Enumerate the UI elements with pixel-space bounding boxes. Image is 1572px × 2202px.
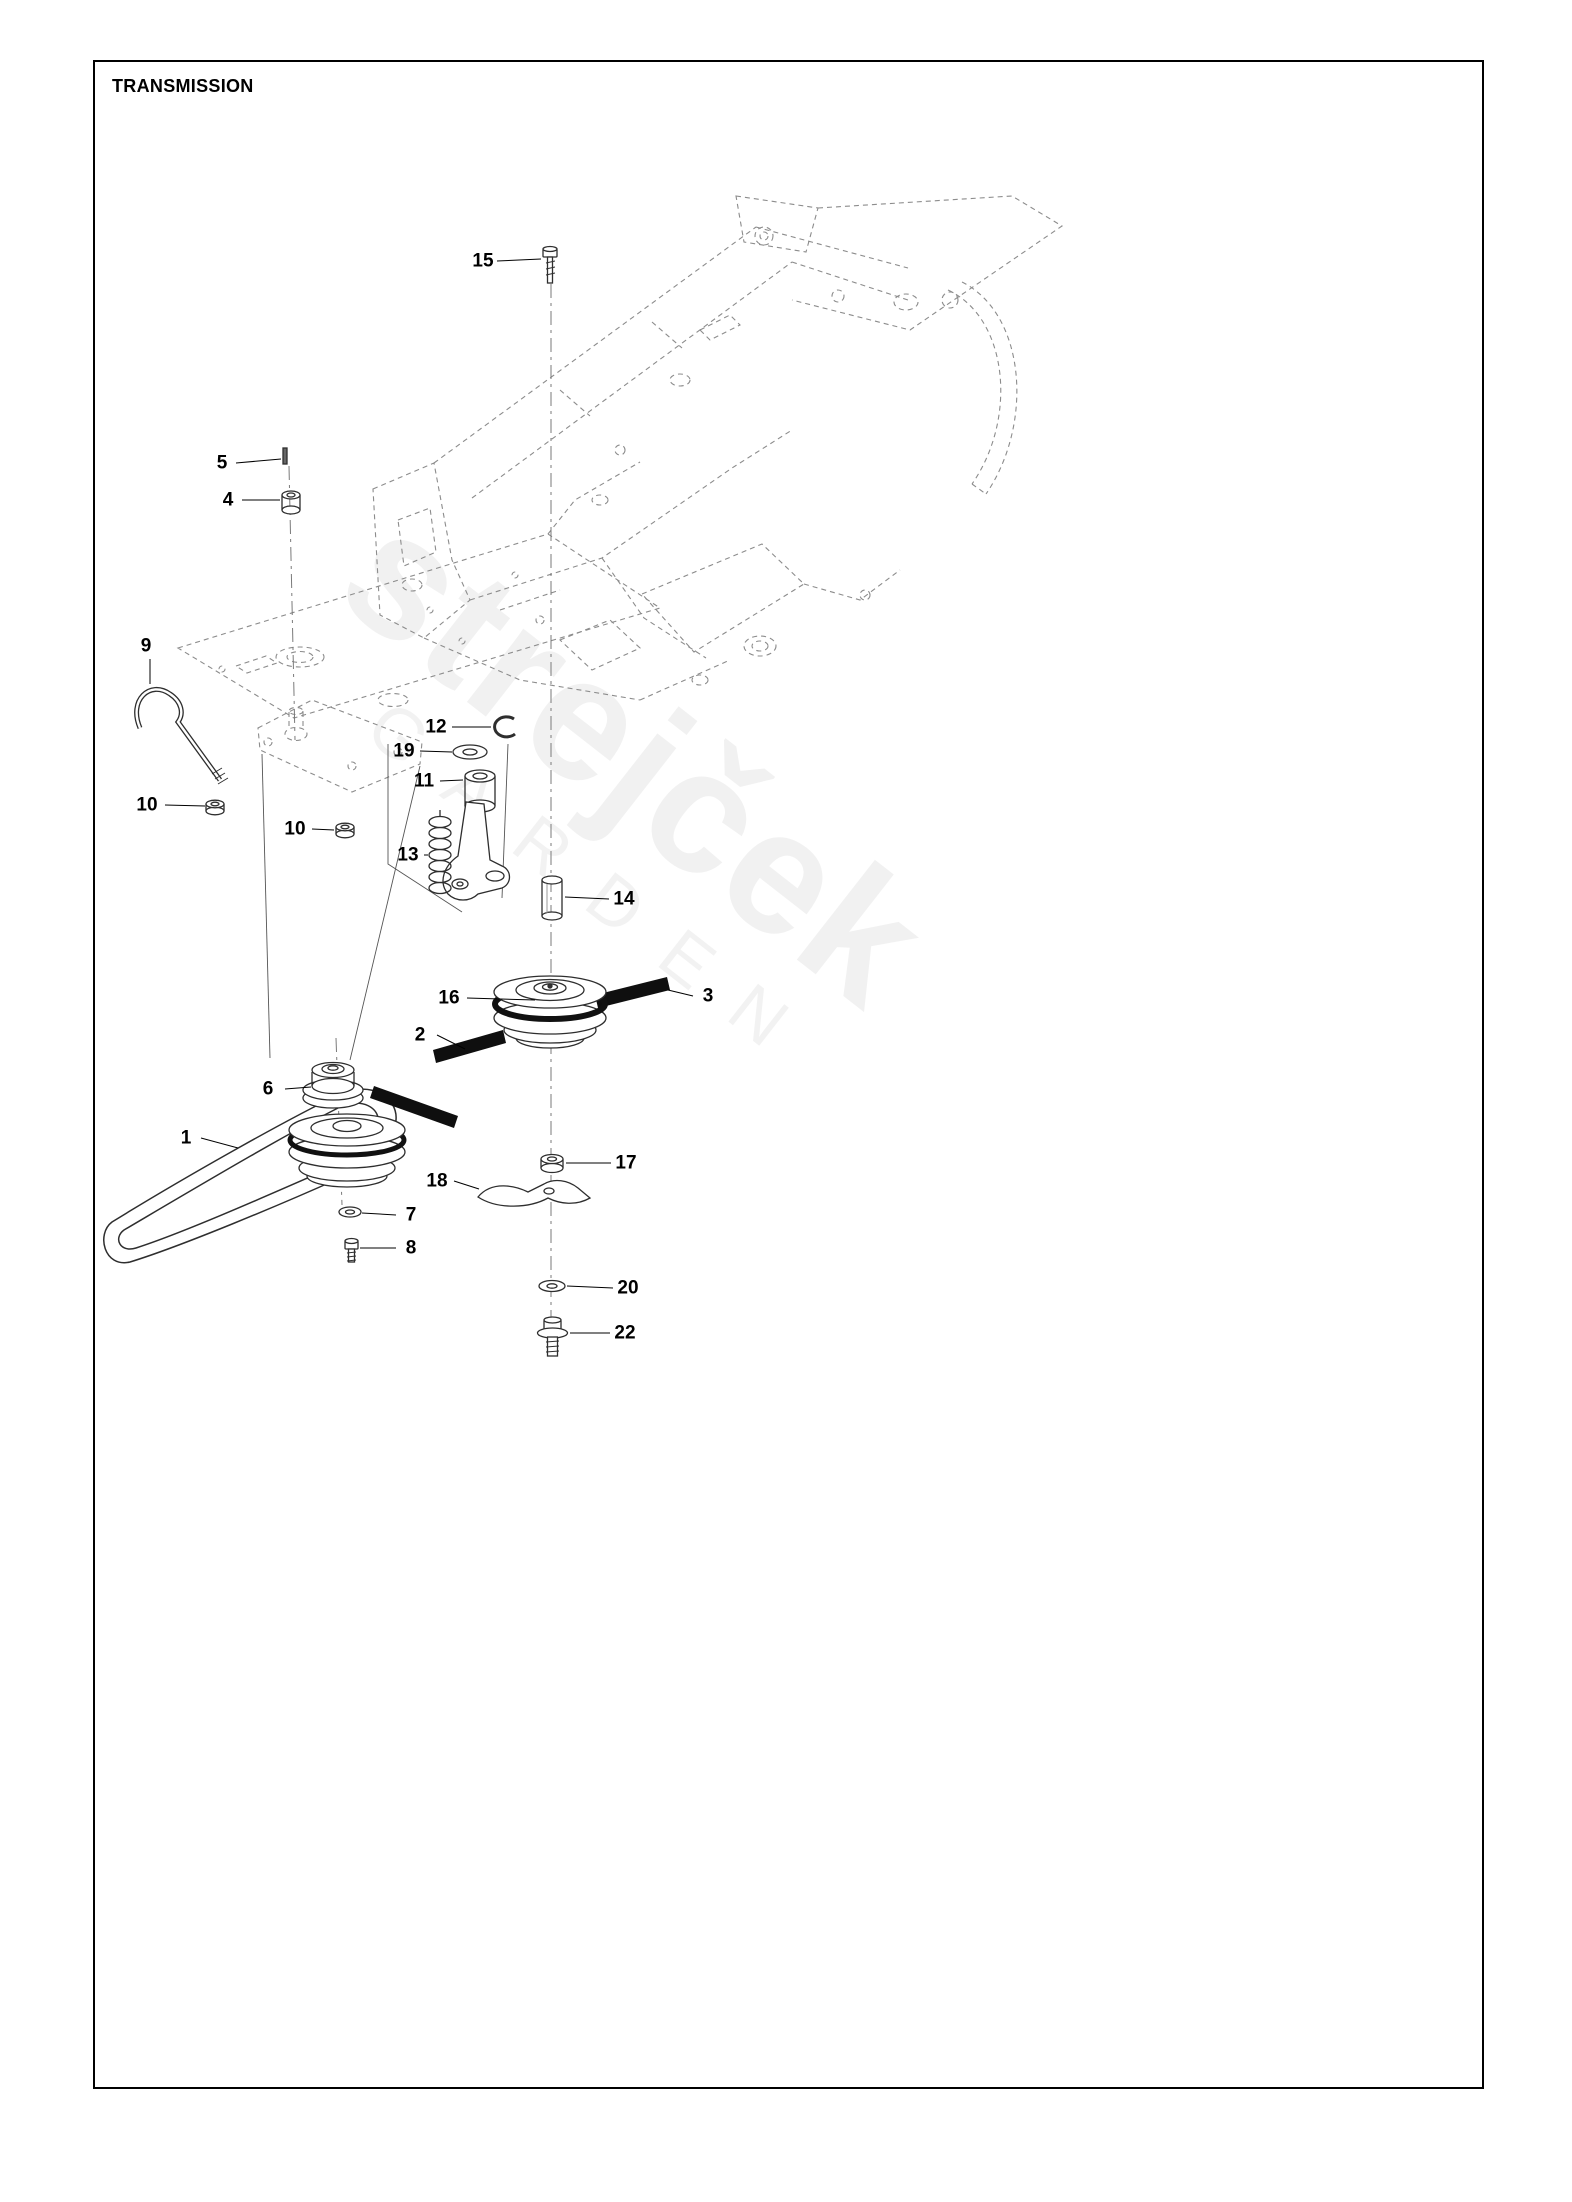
washer-20: [538, 1279, 566, 1293]
callout-20: 20: [617, 1277, 639, 1299]
callout-19: 19: [393, 740, 415, 762]
leader-lines: [149, 258, 694, 1334]
callout-16: 16: [438, 987, 460, 1009]
callout-4: 4: [222, 489, 234, 511]
nut-17: [540, 1153, 564, 1174]
idler-pulley-16: [492, 975, 608, 1049]
chassis-frame: [176, 195, 1064, 793]
screw-15: [542, 245, 558, 284]
projection-lines: [261, 743, 509, 1061]
washer-7: [338, 1206, 362, 1218]
clutch-pulley-stack: [287, 1061, 407, 1188]
washer-19: [452, 744, 488, 760]
circlip-12: [493, 715, 516, 739]
belt-segments: [370, 977, 670, 1128]
idler-arm: [442, 801, 511, 901]
callout-6: 6: [262, 1078, 274, 1100]
bushing-4: [281, 490, 301, 515]
page-title: TRANSMISSION: [112, 76, 254, 96]
callout-2: 2: [414, 1024, 426, 1046]
callout-12: 12: [425, 716, 447, 738]
callout-3: 3: [702, 985, 714, 1007]
callout-1: 1: [180, 1127, 192, 1149]
page-border: [93, 60, 1484, 2089]
pin-5: [282, 447, 288, 465]
callout-17: 17: [615, 1152, 637, 1174]
callout-7: 7: [405, 1204, 417, 1226]
callout-14: 14: [613, 888, 635, 910]
nut-10-right: [335, 822, 355, 839]
callout-22: 22: [614, 1322, 636, 1344]
spacer-14: [541, 875, 563, 921]
callout-15: 15: [472, 250, 494, 272]
bolt-8: [344, 1237, 359, 1263]
spring-13: [428, 810, 452, 895]
callout-18: 18: [426, 1170, 448, 1192]
u-bolt-9: [134, 686, 229, 785]
callout-13: 13: [397, 844, 419, 866]
fasteners: [134, 245, 592, 1357]
callout-8: 8: [405, 1237, 417, 1259]
callout-5: 5: [216, 452, 228, 474]
callout-9: 9: [140, 635, 152, 657]
nut-10-left: [205, 799, 225, 816]
callout-10-left: 10: [136, 794, 158, 816]
bolt-22: [536, 1316, 569, 1357]
callout-10-right: 10: [284, 818, 306, 840]
bracket-18: [477, 1179, 592, 1207]
callout-11: 11: [413, 770, 435, 792]
